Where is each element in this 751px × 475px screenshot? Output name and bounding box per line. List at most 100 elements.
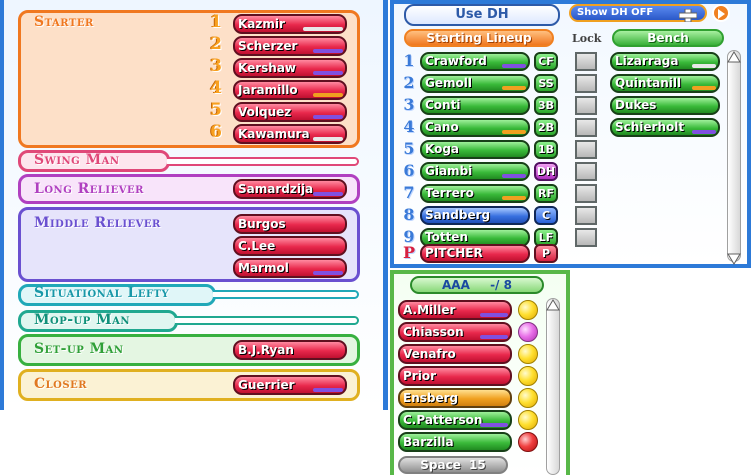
player-name: Terrero xyxy=(425,186,474,200)
set-up-man-player-1[interactable]: B.J.Ryan xyxy=(233,340,347,360)
condition-ball-icon xyxy=(518,410,538,430)
aaa-scrollbar[interactable] xyxy=(546,298,560,475)
starter-player-6[interactable]: Kawamura xyxy=(233,124,347,144)
bench-player-1[interactable]: Lizarraga xyxy=(610,52,720,71)
stamina-bar xyxy=(313,49,343,53)
starting-lineup-title: Starting Lineup xyxy=(426,31,532,45)
aaa-player-4[interactable]: Prior xyxy=(398,366,512,386)
player-name: Ensberg xyxy=(403,391,459,405)
space-count: 15 xyxy=(469,458,486,472)
use-dh-button[interactable]: Use DH xyxy=(404,4,560,26)
batting-order-8: 8 xyxy=(403,205,415,224)
lock-checkbox[interactable] xyxy=(575,140,597,159)
middle-reliever-player-1[interactable]: Burgos xyxy=(233,214,347,234)
aaa-player-6[interactable]: C.Patterson xyxy=(398,410,512,430)
middle-reliever-player-2[interactable]: C.Lee xyxy=(233,236,347,256)
player-name: Kershaw xyxy=(238,61,297,75)
player-name: Guerrier xyxy=(238,378,295,392)
lineup-batter-4[interactable]: Cano xyxy=(420,118,530,137)
aaa-player-7[interactable]: Barzilla xyxy=(398,432,512,452)
condition-bar xyxy=(480,423,508,427)
aaa-player-3[interactable]: Venafro xyxy=(398,344,512,364)
starter-number-6: 6 xyxy=(210,122,222,142)
lock-checkbox[interactable] xyxy=(575,118,597,137)
stamina-bar xyxy=(313,388,343,392)
scroll-up-icon[interactable] xyxy=(727,48,741,63)
swing-man-slot[interactable] xyxy=(167,157,359,166)
lineup-batter-6[interactable]: Giambi xyxy=(420,162,530,181)
show-dh-toggle[interactable]: Show DH OFF xyxy=(569,4,707,22)
player-name: PITCHER xyxy=(425,246,483,260)
lock-checkbox[interactable] xyxy=(575,74,597,93)
situational-lefty-title: Situational Lefty xyxy=(34,285,170,301)
player-name: Volquez xyxy=(238,105,292,119)
position-badge[interactable]: DH xyxy=(534,162,558,181)
lock-checkbox[interactable] xyxy=(575,228,597,247)
batting-order-2: 2 xyxy=(403,73,415,92)
condition-ball-icon xyxy=(518,366,538,386)
player-name: Burgos xyxy=(238,217,286,231)
lock-checkbox[interactable] xyxy=(575,206,597,225)
aaa-player-2[interactable]: Chiasson xyxy=(398,322,512,342)
position-badge[interactable]: 1B xyxy=(534,140,558,159)
player-name: A.Miller xyxy=(403,303,456,317)
lineup-batter-1[interactable]: Crawford xyxy=(420,52,530,71)
lineup-batter-3[interactable]: Conti xyxy=(420,96,530,115)
position-badge[interactable]: CF xyxy=(534,52,558,71)
lineup-batter-5[interactable]: Koga xyxy=(420,140,530,159)
position-badge[interactable]: SS xyxy=(534,74,558,93)
lineup-background: Use DH Show DH OFF Starting Lineup Lock … xyxy=(394,4,747,265)
condition-bar xyxy=(502,86,526,90)
starter-player-4[interactable]: Jaramillo xyxy=(233,80,347,100)
condition-bar xyxy=(692,64,716,68)
situational-lefty-slot[interactable] xyxy=(213,290,359,299)
player-name: Prior xyxy=(403,369,436,383)
bench-title: Bench xyxy=(647,31,689,45)
arrow-right-icon[interactable] xyxy=(712,4,730,22)
batting-order-4: 4 xyxy=(403,117,415,136)
player-name: Crawford xyxy=(425,54,487,68)
position-badge[interactable]: 3B xyxy=(534,96,558,115)
position-badge[interactable]: 2B xyxy=(534,118,558,137)
mop-up-man-slot[interactable] xyxy=(175,316,359,325)
aaa-title: AAA xyxy=(442,278,470,292)
player-name: Barzilla xyxy=(403,435,454,449)
long-reliever-player-1[interactable]: Samardzija xyxy=(233,179,347,199)
bench-player-3[interactable]: Dukes xyxy=(610,96,720,115)
position-badge[interactable]: C xyxy=(534,206,558,225)
starter-player-3[interactable]: Kershaw xyxy=(233,58,347,78)
lock-checkbox[interactable] xyxy=(575,162,597,181)
position-badge[interactable]: RF xyxy=(534,184,558,203)
lock-checkbox[interactable] xyxy=(575,52,597,71)
condition-ball-icon xyxy=(518,432,538,452)
scroll-up-icon[interactable] xyxy=(546,296,560,311)
starter-number-3: 3 xyxy=(210,56,222,76)
starter-player-2[interactable]: Scherzer xyxy=(233,36,347,56)
space-indicator: Space 15 xyxy=(398,456,508,474)
aaa-player-5[interactable]: Ensberg xyxy=(398,388,512,408)
middle-reliever-player-3[interactable]: Marmol xyxy=(233,258,347,278)
show-dh-label: Show DH OFF xyxy=(577,7,654,18)
lock-checkbox[interactable] xyxy=(575,96,597,115)
condition-ball-icon xyxy=(518,300,538,320)
bench-player-4[interactable]: Schierholt xyxy=(610,118,720,137)
player-name: Scherzer xyxy=(238,39,298,53)
position-badge[interactable]: P xyxy=(534,244,558,263)
lineup-batter-8[interactable]: Sandberg xyxy=(420,206,530,225)
bench-player-2[interactable]: Quintanill xyxy=(610,74,720,93)
lock-checkbox[interactable] xyxy=(575,184,597,203)
condition-bar xyxy=(502,130,526,134)
starter-player-5[interactable]: Volquez xyxy=(233,102,347,122)
player-name: Chiasson xyxy=(403,325,464,339)
bench-scrollbar[interactable] xyxy=(727,50,741,262)
stamina-bar xyxy=(313,93,343,97)
starter-player-1[interactable]: Kazmir xyxy=(233,14,347,34)
closer-player-1[interactable]: Guerrier xyxy=(233,375,347,395)
player-name: Kazmir xyxy=(238,17,285,31)
aaa-player-1[interactable]: A.Miller xyxy=(398,300,512,320)
lineup-pitcher[interactable]: PITCHER xyxy=(420,244,530,263)
starter-number-1: 1 xyxy=(210,12,222,32)
lineup-batter-2[interactable]: Gemoll xyxy=(420,74,530,93)
lineup-batter-7[interactable]: Terrero xyxy=(420,184,530,203)
scroll-down-icon[interactable] xyxy=(727,250,741,265)
